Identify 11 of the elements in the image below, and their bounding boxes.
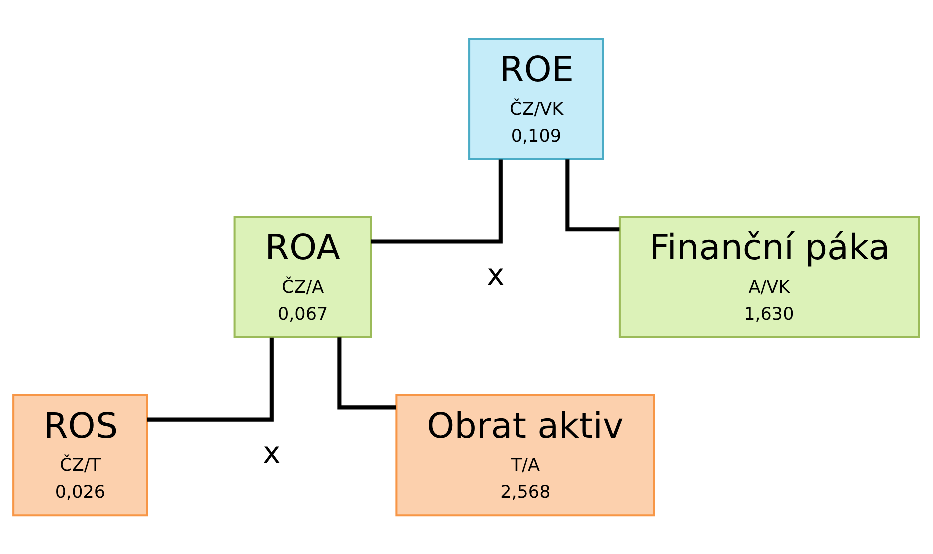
connector [147,337,274,422]
node-box: Obrat aktiv T/A 2,568 [396,394,656,516]
node-box: ROE ČZ/VK 0,109 [468,38,604,160]
node-box: ROA ČZ/A 0,067 [234,216,372,338]
connector [338,337,396,410]
label: x [487,256,505,292]
connector [371,159,503,244]
label: x [263,434,281,470]
node-box: Finanční páka A/VK 1,630 [618,216,920,338]
node-box: ROS ČZ/T 0,026 [12,394,148,516]
connector [566,159,620,232]
